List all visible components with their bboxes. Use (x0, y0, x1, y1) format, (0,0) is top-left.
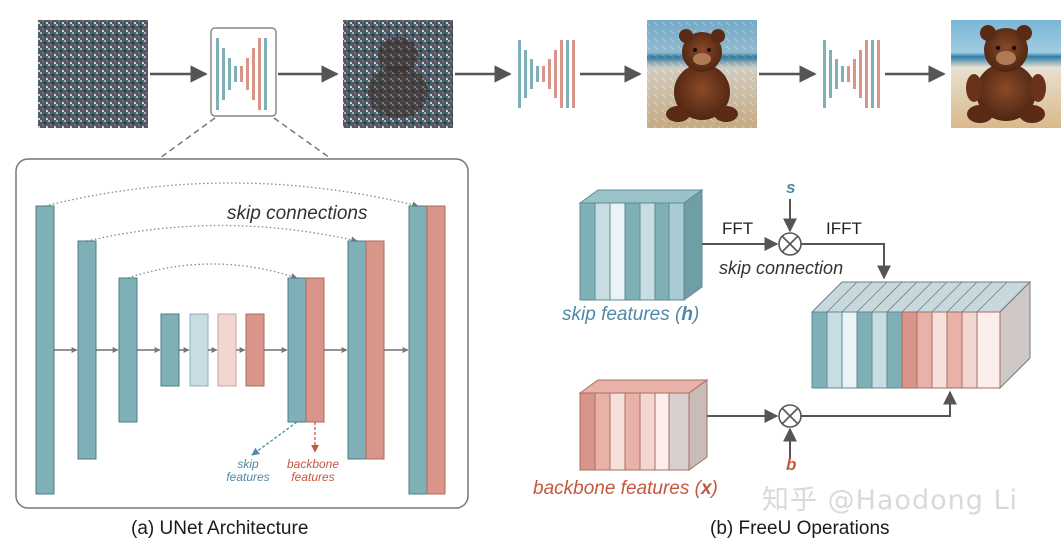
decoder-skip-block-1 (408, 205, 428, 495)
freeu-connectors (702, 199, 957, 458)
decoder-backbone-block-2 (365, 240, 385, 460)
fft-label: FFT (722, 219, 753, 238)
decoder-backbone-block-1 (426, 205, 446, 495)
top-pipeline (38, 20, 1061, 128)
noise-image (38, 20, 148, 128)
skip-arc-middle (86, 224, 358, 243)
backbone-features-annotation-line2: features (291, 470, 334, 484)
bottleneck-block-1 (160, 313, 180, 387)
skip-arc-inner (127, 263, 298, 280)
skip-features-cube (578, 189, 704, 301)
freeu-operations-panel: s b FFT IFFT skip connection skip featur… (533, 178, 1032, 499)
encoder-block-3 (118, 277, 138, 423)
encoder-block-2 (77, 240, 97, 460)
ifft-label: IFFT (826, 219, 862, 238)
teddy-image-intermediate (647, 20, 757, 128)
watermark: 知乎 @Haodong Li (762, 485, 1018, 516)
encoder-block-1 (35, 205, 55, 495)
decoder-backbone-block-3 (305, 277, 325, 423)
skip-connections-label: skip connections (227, 203, 368, 224)
bottleneck-block-4 (245, 313, 265, 387)
multiply-operator-skip (778, 232, 802, 256)
noisy-teddy-image (343, 20, 453, 128)
backbone-features-annotation-line1: backbone (287, 457, 339, 471)
skip-features-annotation-line1: skip (237, 457, 259, 471)
unet-icon (823, 40, 880, 108)
concatenated-features-cube (810, 280, 1032, 390)
backbone-features-cube (578, 379, 709, 471)
multiply-operator-backbone (778, 404, 802, 428)
unet-icon (518, 40, 575, 108)
bottleneck-block-3 (217, 313, 237, 387)
scale-b-label: b (786, 455, 796, 474)
skip-features-pointer (251, 421, 298, 456)
decoder-skip-block-2 (347, 240, 367, 460)
zoom-line-left (159, 117, 216, 159)
caption-freeu-operations: (b) FreeU Operations (710, 518, 890, 539)
skip-features-annotation-line2: features (226, 470, 269, 484)
unet-architecture-panel: skip connections skip features backbone … (15, 158, 469, 509)
skip-connection-label: skip connection (719, 258, 843, 278)
bottleneck-block-2 (189, 313, 209, 387)
decoder-skip-block-3 (287, 277, 307, 423)
teddy-image-final (951, 20, 1061, 128)
scale-s-label: s (786, 178, 795, 197)
zoom-line-right (273, 117, 331, 159)
backbone-features-label: backbone features (x) (533, 478, 718, 499)
caption-unet-architecture: (a) UNet Architecture (131, 518, 309, 539)
skip-features-label: skip features (h) (562, 304, 699, 325)
unet-icon-boxed (210, 27, 277, 117)
